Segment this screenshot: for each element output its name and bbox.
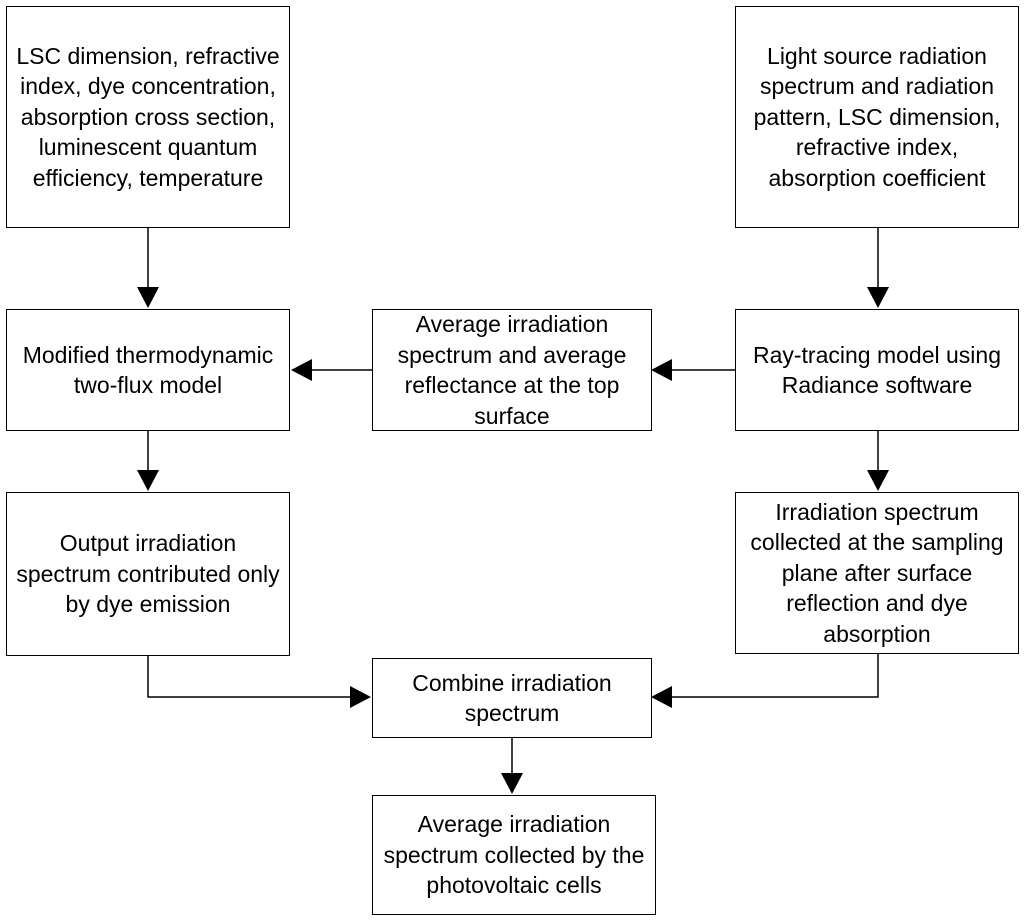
node-sampling-plane-label: Irradiation spectrum collected at the sa…: [750, 498, 1004, 647]
arrowhead-icon: [867, 287, 889, 308]
arrowhead-icon: [291, 359, 312, 381]
node-avg-pv: Average irradiation spectrum collected b…: [372, 795, 656, 915]
node-sampling-plane: Irradiation spectrum collected at the sa…: [735, 492, 1019, 654]
arrowhead-icon: [137, 287, 159, 308]
arrowhead-icon: [651, 359, 672, 381]
node-two-flux-model-label: Modified thermodynamic two-flux model: [22, 341, 274, 399]
arrowhead-icon: [651, 686, 672, 708]
node-light-source-label: Light source radiation spectrum and radi…: [753, 42, 1001, 191]
arrowhead-icon: [137, 470, 159, 491]
arrowhead-icon: [350, 686, 371, 708]
node-avg-pv-label: Average irradiation spectrum collected b…: [383, 811, 645, 899]
node-ray-tracing: Ray-tracing model using Radiance softwar…: [735, 309, 1019, 431]
node-avg-irradiation-top: Average irradiation spectrum and average…: [372, 309, 652, 431]
node-avg-irradiation-top-label: Average irradiation spectrum and average…: [397, 311, 627, 429]
node-lsc-parameters: LSC dimension, refractive index, dye con…: [6, 6, 290, 228]
node-output-dye-emission-label: Output irradiation spectrum contributed …: [16, 530, 280, 618]
node-ray-tracing-label: Ray-tracing model using Radiance softwar…: [752, 341, 1001, 399]
node-two-flux-model: Modified thermodynamic two-flux model: [6, 309, 290, 431]
node-lsc-parameters-label: LSC dimension, refractive index, dye con…: [16, 42, 280, 191]
node-combine: Combine irradiation spectrum: [372, 658, 652, 738]
arrowhead-icon: [501, 773, 523, 794]
edge-output-dye-to-combine: [147, 656, 352, 698]
node-output-dye-emission: Output irradiation spectrum contributed …: [6, 492, 290, 656]
arrowhead-icon: [867, 470, 889, 491]
edge-sampling-plane-to-combine: [672, 654, 879, 698]
node-combine-label: Combine irradiation spectrum: [412, 669, 612, 727]
node-light-source: Light source radiation spectrum and radi…: [735, 6, 1019, 228]
